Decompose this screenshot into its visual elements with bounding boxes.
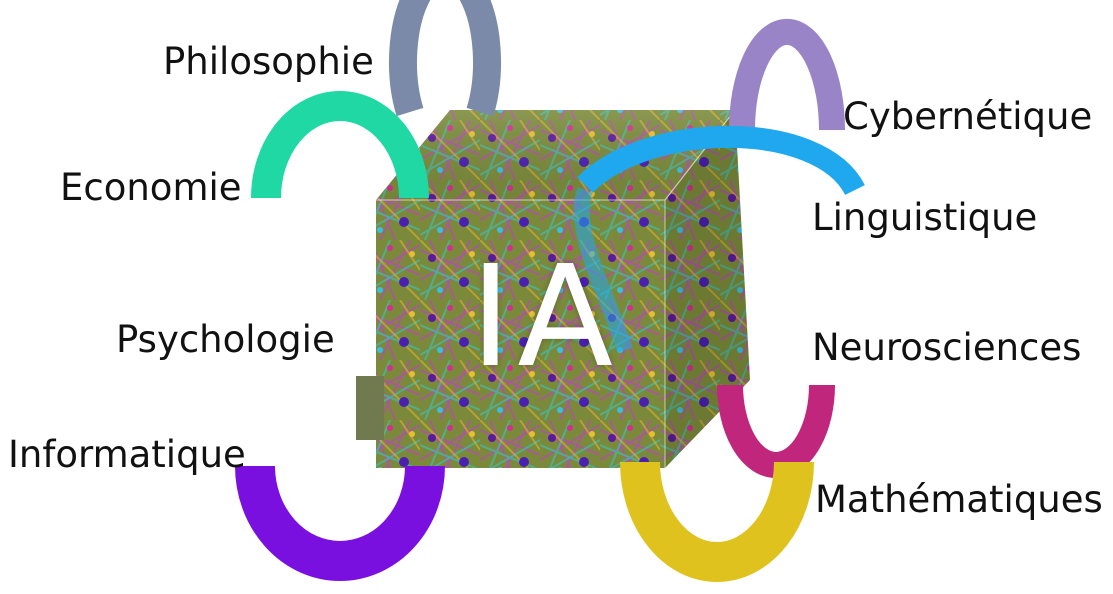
label-cybernetique: Cybernétique <box>843 95 1093 138</box>
mathematiques-arc <box>620 461 814 582</box>
ia-cube <box>376 109 750 468</box>
linguistique-arc <box>577 125 865 196</box>
neurosciences-arc <box>717 384 835 478</box>
center-label-ia: IA <box>470 236 620 399</box>
informatique-arc <box>235 465 445 581</box>
label-philosophie: Philosophie <box>163 40 374 83</box>
cube-right-shade <box>665 110 750 468</box>
label-neurosciences: Neurosciences <box>812 326 1082 369</box>
economie-arc <box>251 91 429 199</box>
cybernetique-arc <box>729 18 845 131</box>
label-mathematiques: Mathématiques <box>815 478 1103 521</box>
linguistique-tail <box>573 187 633 353</box>
label-informatique: Informatique <box>8 433 246 476</box>
cube-right-face <box>665 110 750 468</box>
label-linguistique: Linguistique <box>812 196 1038 239</box>
label-psychologie: Psychologie <box>116 318 335 361</box>
cube-top-shade <box>376 110 735 200</box>
philosophie-arc <box>389 0 501 117</box>
label-economie: Economie <box>60 166 242 209</box>
